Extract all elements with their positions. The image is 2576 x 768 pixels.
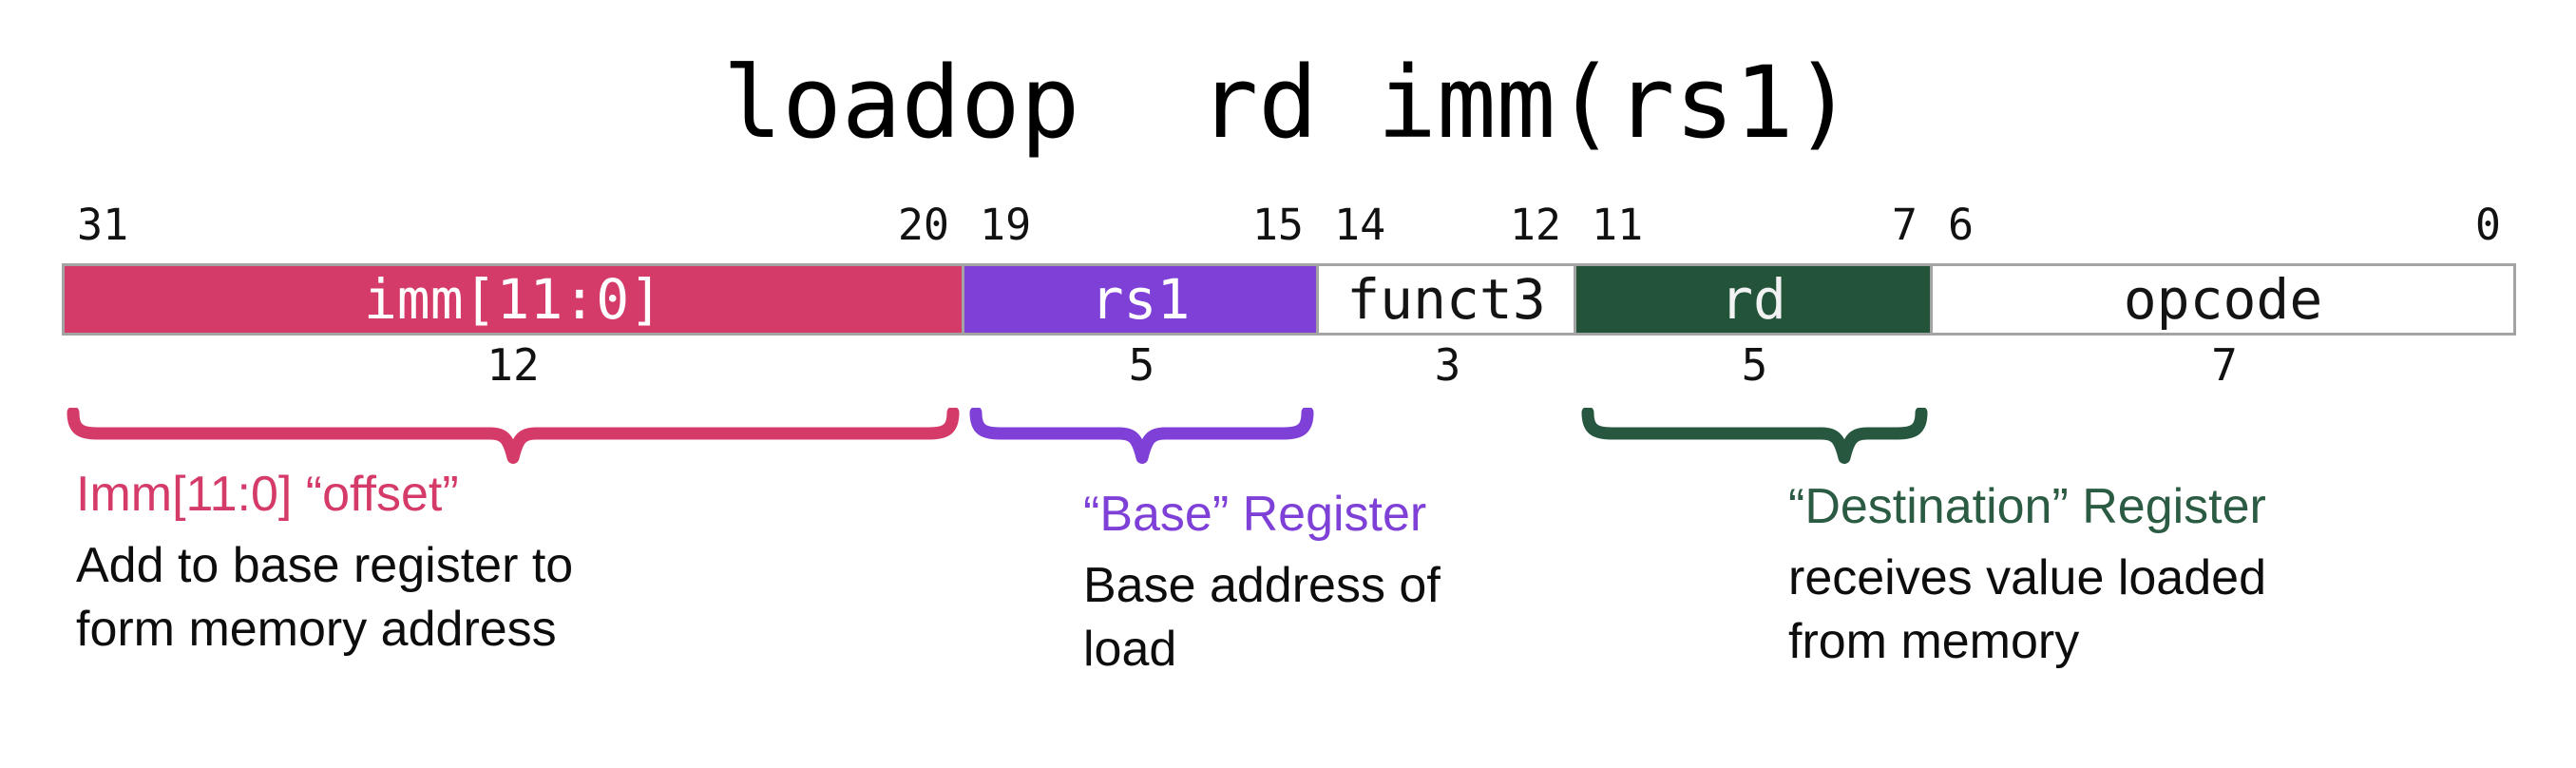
annotation-block-0: Imm[11:0] “offset” Add to base register t…	[76, 463, 573, 662]
annotation-body-line: Add to base register to	[76, 538, 574, 593]
annotation-block-2: “Destination” Register receives value loa…	[1788, 475, 2266, 674]
field-label: opcode	[2123, 267, 2323, 332]
bit-index-row-rd: 11 7	[1576, 202, 1933, 249]
field-bit-width-funct3: 3	[1434, 339, 1461, 391]
annotation-body-line: form memory address	[76, 602, 557, 657]
field-label: funct3	[1346, 267, 1546, 332]
bit-index-row-funct3: 14 12	[1319, 202, 1576, 249]
annotation-heading: “Destination” Register	[1788, 479, 2266, 534]
field-box-rs1: rs1	[964, 263, 1319, 336]
bit-index-high: 6	[1948, 200, 1975, 250]
bit-index-low: 0	[2474, 200, 2501, 250]
bit-index-low: 15	[1251, 200, 1304, 250]
field-box-opcode: opcode	[1933, 263, 2516, 336]
annotation-body-line: load	[1083, 622, 1177, 677]
field-bit-width-rs1: 5	[1128, 339, 1155, 391]
rs1-underbrace-icon	[969, 408, 1314, 464]
annotation-heading: Imm[11:0] “offset”	[76, 467, 459, 522]
field-box-imm[11:0]: imm[11:0]	[62, 263, 964, 336]
field-box-funct3: funct3	[1319, 263, 1576, 336]
field-bit-width-rd: 5	[1741, 339, 1768, 391]
field-box-rd: rd	[1576, 263, 1933, 336]
field-label: rs1	[1090, 267, 1191, 332]
bit-index-high: 31	[77, 200, 129, 250]
field-label: rd	[1720, 267, 1786, 332]
field-bit-width-imm[11:0]: 12	[487, 339, 540, 391]
imm[11:0]-underbrace-icon	[67, 408, 960, 464]
bit-index-low: 12	[1509, 200, 1561, 250]
bit-index-high: 14	[1334, 200, 1386, 250]
bit-index-low: 20	[897, 200, 949, 250]
page-title: loadop rd imm(rs1)	[722, 45, 1854, 161]
rd-underbrace-icon	[1581, 408, 1928, 464]
bit-index-high: 19	[980, 200, 1032, 250]
field-label: imm[11:0]	[363, 267, 663, 332]
bit-index-high: 11	[1592, 200, 1644, 250]
field-bit-width-opcode: 7	[2211, 339, 2238, 391]
bit-index-row-imm[11:0]: 31 20	[62, 202, 964, 249]
annotation-body-line: receives value loaded	[1788, 550, 2266, 605]
annotation-heading: “Base” Register	[1083, 487, 1427, 542]
annotation-body-line: Base address of	[1083, 558, 1441, 613]
bit-index-low: 7	[1891, 200, 1918, 250]
annotation-body-line: from memory	[1788, 614, 2080, 669]
